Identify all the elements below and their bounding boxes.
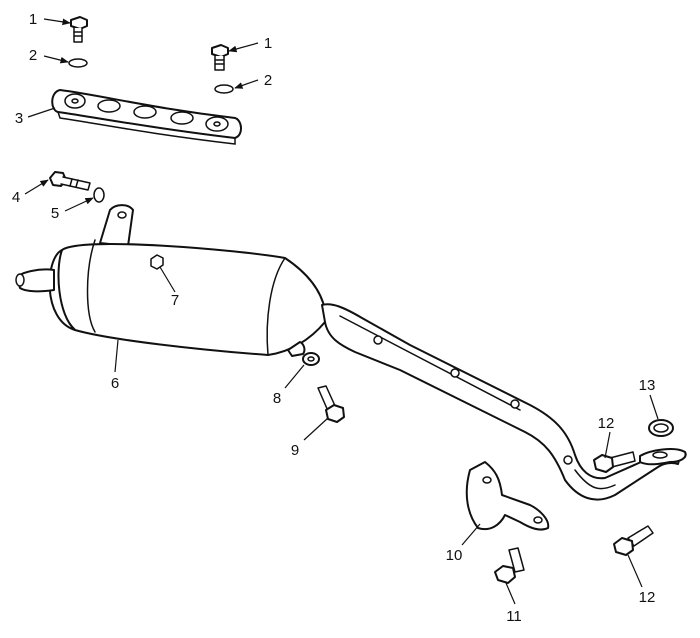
callout-2-right: 2 [264,72,272,89]
mount-washer [93,187,105,203]
callout-5: 5 [51,205,59,222]
callout-11: 11 [506,608,522,625]
bolt-9 [317,385,345,423]
callouts: 1 1 2 2 3 4 5 6 7 8 9 10 11 12 12 13 [12,11,656,625]
muffler-nut [150,254,164,270]
callout-7: 7 [171,292,179,309]
washer-left [68,58,88,68]
header-pipe [321,303,687,501]
flange-bolt-upper-left [70,16,88,43]
callout-8: 8 [273,390,281,407]
callout-9: 9 [291,442,299,459]
callout-12-upper: 12 [598,415,615,432]
callout-12-lower: 12 [639,589,656,606]
callout-13: 13 [639,377,656,394]
callout-1-right: 1 [264,35,272,52]
callout-6: 6 [111,375,119,392]
washer-right [214,84,234,94]
heat-shield-bracket [465,461,550,531]
mount-bolt [49,171,91,191]
callout-2-left: 2 [29,47,37,64]
flange-bolt-12-lower [613,525,654,556]
flange-bolt-upper-right [211,44,229,71]
muffler [15,204,326,357]
exhaust-gasket-13 [648,419,674,437]
callout-3: 3 [15,110,23,127]
callout-4: 4 [12,189,20,206]
callout-10: 10 [446,547,463,564]
mounting-bracket [51,89,242,145]
leader-lines [24,18,659,605]
flange-bolt-12-upper [593,451,636,473]
callout-1-left: 1 [29,11,37,28]
bolt-11 [494,547,525,584]
